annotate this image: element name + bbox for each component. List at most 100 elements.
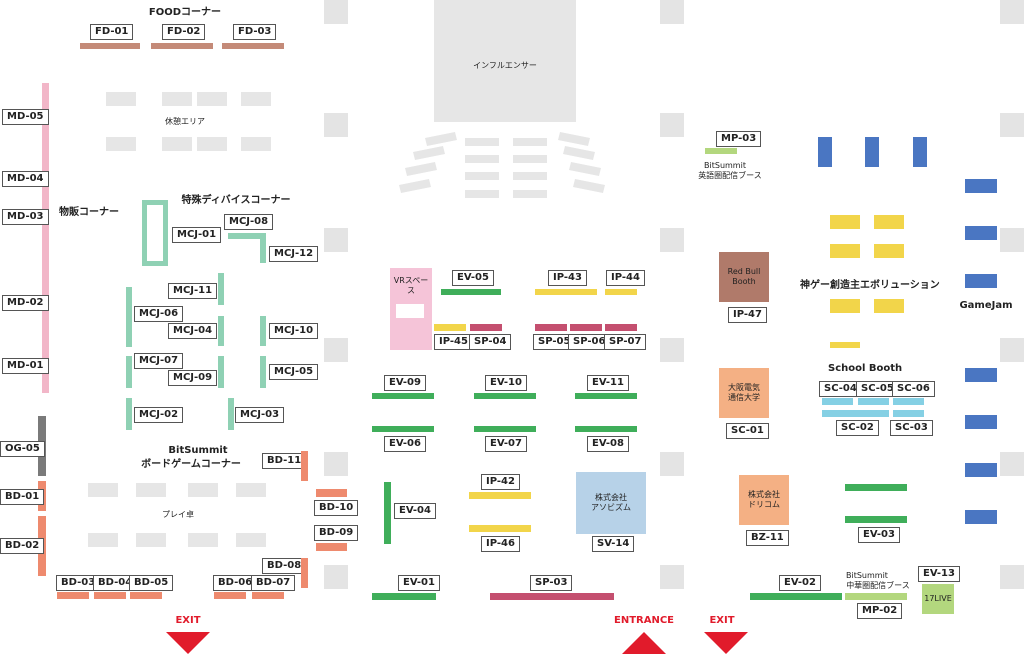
boardgame-booth-bd-08[interactable] (301, 558, 308, 588)
kamige-booth[interactable] (874, 299, 904, 313)
kamige-booth[interactable] (830, 342, 860, 348)
device-booth-mcj-08[interactable] (228, 233, 266, 239)
ev-booth-ev-09[interactable] (372, 393, 434, 399)
booth-label-mp-03[interactable]: MP-03 (716, 131, 762, 147)
kamige-booth[interactable] (830, 244, 860, 258)
booth-label-bd-08[interactable]: BD-08 (262, 558, 307, 574)
booth-label-md-02[interactable]: MD-02 (2, 295, 49, 311)
sp-booth-sp-03[interactable] (490, 593, 614, 600)
booth-17live[interactable]: 17LIVE (922, 584, 954, 614)
device-booth-mcj-09[interactable] (218, 356, 224, 388)
booth-label-sp-07[interactable]: SP-07 (604, 334, 647, 350)
booth-label-sc-03[interactable]: SC-03 (890, 420, 933, 436)
ev-booth-ev-08[interactable] (575, 426, 637, 432)
exit-right-arrow-icon[interactable] (704, 632, 748, 654)
booth-label-sp-06[interactable]: SP-06 (568, 334, 611, 350)
booth-label-ip-43[interactable]: IP-43 (548, 270, 587, 286)
booth-label-fd-03[interactable]: FD-03 (233, 24, 277, 40)
merch-booth-strip[interactable] (42, 83, 49, 393)
booth-drecom[interactable]: 株式会社 ドリコム (739, 475, 789, 525)
sp-booth-sp-05[interactable] (535, 324, 567, 331)
booth-label-ip-44[interactable]: IP-44 (606, 270, 645, 286)
booth-label-ev-11[interactable]: EV-11 (587, 375, 629, 391)
booth-label-ip-42[interactable]: IP-42 (481, 474, 520, 490)
kamige-booth[interactable] (874, 244, 904, 258)
ev-booth-ev-04[interactable] (384, 482, 391, 544)
booth-apolisism[interactable]: 株式会社 アソビズム (576, 472, 646, 534)
gamejam-booth[interactable] (965, 226, 997, 240)
food-booth-fd-02[interactable] (151, 43, 213, 49)
ev-booth-ev-03b[interactable] (845, 516, 907, 523)
booth-label-mcj-06[interactable]: MCJ-06 (134, 306, 184, 322)
booth-label-mcj-03[interactable]: MCJ-03 (235, 407, 285, 423)
mp-booth-mp-03[interactable] (705, 148, 737, 154)
ev-booth-ev-02[interactable] (750, 593, 842, 600)
booth-label-sc-06[interactable]: SC-06 (892, 381, 935, 397)
booth-label-fd-01[interactable]: FD-01 (90, 24, 134, 40)
booth-label-ip-45[interactable]: IP-45 (434, 334, 473, 350)
booth-label-sp-04[interactable]: SP-04 (469, 334, 512, 350)
school-booth-sc-06[interactable] (893, 398, 924, 405)
booth-label-md-03[interactable]: MD-03 (2, 209, 49, 225)
booth-label-sv-14[interactable]: SV-14 (592, 536, 635, 552)
ev-booth-ev-05[interactable] (441, 289, 501, 295)
gamejam-booth[interactable] (965, 510, 997, 524)
device-booth-mcj-07[interactable] (126, 356, 132, 388)
gamejam-booth[interactable] (965, 415, 997, 429)
ev-booth-ev-10[interactable] (474, 393, 536, 399)
sp-booth-sp-04[interactable] (470, 324, 502, 331)
booth-label-sc-02[interactable]: SC-02 (836, 420, 879, 436)
ev-booth-ev-11[interactable] (575, 393, 637, 399)
school-booth-sc-04[interactable] (822, 398, 853, 405)
boardgame-booth-bd-09[interactable] (316, 543, 347, 551)
booth-label-ip-47[interactable]: IP-47 (728, 307, 767, 323)
entrance-arrow-icon[interactable] (622, 632, 666, 654)
booth-label-ev-07[interactable]: EV-07 (485, 436, 527, 452)
booth-label-fd-02[interactable]: FD-02 (162, 24, 206, 40)
gamejam-booth[interactable] (913, 137, 927, 167)
booth-label-mcj-09[interactable]: MCJ-09 (168, 370, 218, 386)
gamejam-booth[interactable] (965, 463, 997, 477)
booth-label-mcj-10[interactable]: MCJ-10 (269, 323, 319, 339)
boardgame-booth-bd-10[interactable] (316, 489, 347, 497)
device-booth-mcj-10[interactable] (260, 316, 266, 346)
booth-label-mcj-08[interactable]: MCJ-08 (224, 214, 274, 230)
booth-label-ip-46[interactable]: IP-46 (481, 536, 520, 552)
device-booth-mcj-06[interactable] (126, 287, 132, 347)
booth-label-ev-04[interactable]: EV-04 (394, 503, 436, 519)
booth-label-ev-03[interactable]: EV-03 (858, 527, 900, 543)
gamejam-booth[interactable] (965, 368, 997, 382)
booth-label-og-05[interactable]: OG-05 (0, 441, 45, 457)
booth-label-bd-02[interactable]: BD-02 (0, 538, 45, 554)
booth-label-mcj-11[interactable]: MCJ-11 (168, 283, 218, 299)
device-booth-mcj-04[interactable] (218, 316, 224, 346)
device-booth-mcj-02[interactable] (126, 398, 132, 430)
boardgame-booth-bd-11[interactable] (301, 451, 308, 481)
sp-booth-sp-06[interactable] (570, 324, 602, 331)
booth-label-md-01[interactable]: MD-01 (2, 358, 49, 374)
mp-booth-mp-02[interactable] (845, 593, 907, 600)
booth-label-bd-07[interactable]: BD-07 (251, 575, 296, 591)
booth-label-bd-05[interactable]: BD-05 (129, 575, 174, 591)
boardgame-booth-bd-03[interactable] (57, 592, 89, 599)
booth-label-md-04[interactable]: MD-04 (2, 171, 49, 187)
exit-left-arrow-icon[interactable] (166, 632, 210, 654)
gamejam-booth[interactable] (865, 137, 879, 167)
kamige-booth[interactable] (874, 215, 904, 229)
boardgame-booth-bd-04[interactable] (94, 592, 126, 599)
ev-booth-ev-06[interactable] (372, 426, 434, 432)
booth-label-bd-03[interactable]: BD-03 (56, 575, 101, 591)
booth-label-mp-02[interactable]: MP-02 (857, 603, 903, 619)
food-booth-fd-03[interactable] (222, 43, 284, 49)
booth-label-bd-09[interactable]: BD-09 (314, 525, 359, 541)
gamejam-booth[interactable] (818, 137, 832, 167)
device-booth-mcj-11[interactable] (218, 273, 224, 305)
booth-label-ev-06[interactable]: EV-06 (384, 436, 426, 452)
school-booth-sc-02[interactable] (822, 410, 889, 417)
booth-label-ev-05[interactable]: EV-05 (452, 270, 494, 286)
booth-label-mcj-02[interactable]: MCJ-02 (134, 407, 184, 423)
boardgame-booth-bd-06[interactable] (214, 592, 246, 599)
booth-label-md-05[interactable]: MD-05 (2, 109, 49, 125)
booth-label-ev-10[interactable]: EV-10 (485, 375, 527, 391)
booth-label-ev-09[interactable]: EV-09 (384, 375, 426, 391)
